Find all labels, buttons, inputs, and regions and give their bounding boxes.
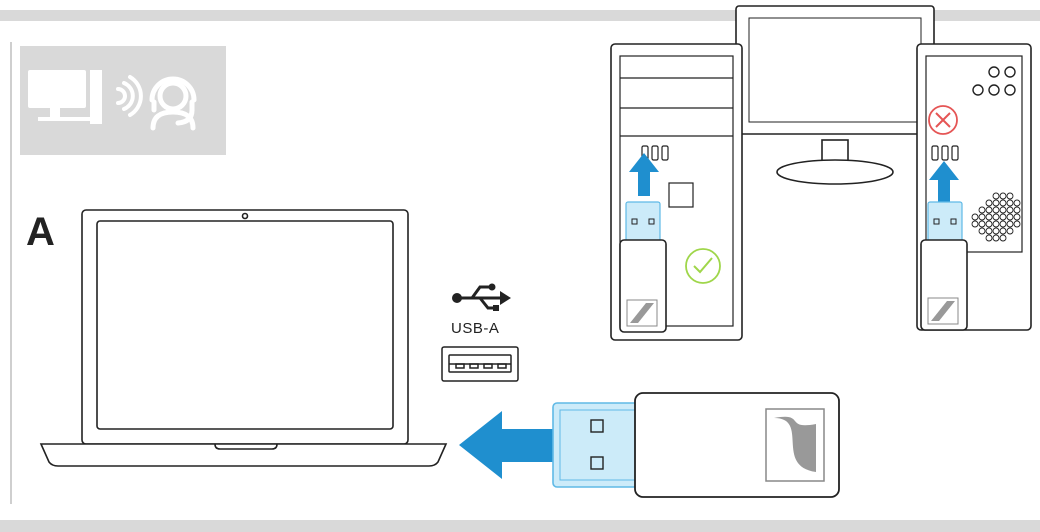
speaker-grille [971, 192, 1021, 242]
wireless-signal-icon [116, 75, 143, 117]
step-letter: A [26, 210, 55, 254]
check-icon [685, 248, 721, 284]
insert-arrow-right [929, 161, 959, 205]
usb-dongle-right [920, 201, 968, 331]
laptop-camera [241, 212, 249, 220]
monitor-stand [776, 159, 894, 185]
usb-dongle [552, 392, 840, 498]
brand-logo-icon [765, 408, 825, 482]
connection-icon-panel [20, 46, 226, 155]
side-rule [10, 42, 12, 504]
top-divider [0, 10, 1040, 21]
insert-arrow-left [629, 153, 659, 196]
usb-a-label: USB-A [451, 320, 500, 337]
monitor [735, 5, 935, 185]
cross-icon [928, 105, 958, 135]
laptop-screen [96, 220, 394, 430]
bottom-divider [0, 520, 1040, 532]
usb-dongle-left [619, 201, 667, 333]
laptop-base [39, 443, 448, 467]
headset-icon [149, 76, 197, 131]
insert-arrow [459, 411, 556, 479]
usb-symbol-icon [452, 283, 511, 311]
monitor-frame [735, 5, 935, 135]
computer-icon [28, 70, 102, 124]
usb-port-icon [441, 346, 519, 382]
laptop [39, 209, 448, 467]
